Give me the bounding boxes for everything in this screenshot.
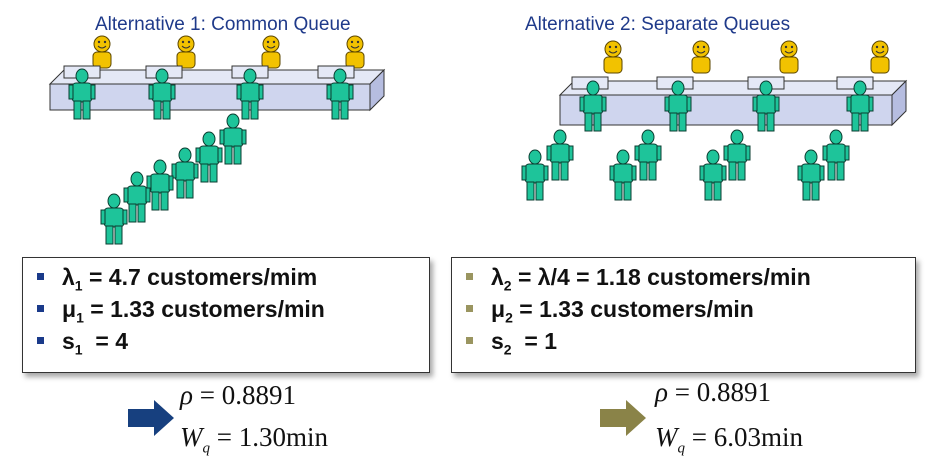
alt2-lambda: λ2 = λ/4 = 1.18 customers/min (462, 264, 811, 296)
alt1-rho: ρ = 0.8891 (180, 380, 296, 410)
alt2-parameters: λ2 = λ/4 = 1.18 customers/min μ2 = 1.33 … (451, 257, 916, 373)
alt2-counter (558, 40, 908, 127)
alt1-wq: Wq = 1.30min (180, 422, 328, 457)
bullet-icon (466, 305, 473, 313)
bullet-icon (37, 337, 44, 345)
bullet-icon (466, 273, 473, 281)
bullet-icon (466, 337, 473, 345)
alt2-mu: μ2 = 1.33 customers/min (462, 296, 754, 328)
queue-illustration (48, 35, 908, 245)
bullet-icon (37, 305, 44, 313)
alt2-rho: ρ = 0.8891 (655, 377, 771, 407)
alt1-parameters: λ1 = 4.7 customers/mim μ1 = 1.33 custome… (22, 257, 430, 373)
alt2-arrow-icon (600, 400, 646, 436)
bullet-icon (37, 273, 44, 281)
alt1-counter (48, 35, 386, 112)
alt1-title: Alternative 1: Common Queue (95, 14, 351, 35)
alt2-wq: Wq = 6.03min (655, 422, 803, 457)
alt1-lambda: λ1 = 4.7 customers/mim (33, 264, 317, 296)
alt2-title: Alternative 2: Separate Queues (525, 14, 791, 35)
alt2-servers: s2 = 1 (462, 328, 557, 360)
alt1-servers: s1 = 4 (33, 328, 128, 360)
alt1-arrow-icon (128, 400, 174, 436)
alt1-mu: μ1 = 1.33 customers/min (33, 296, 325, 328)
